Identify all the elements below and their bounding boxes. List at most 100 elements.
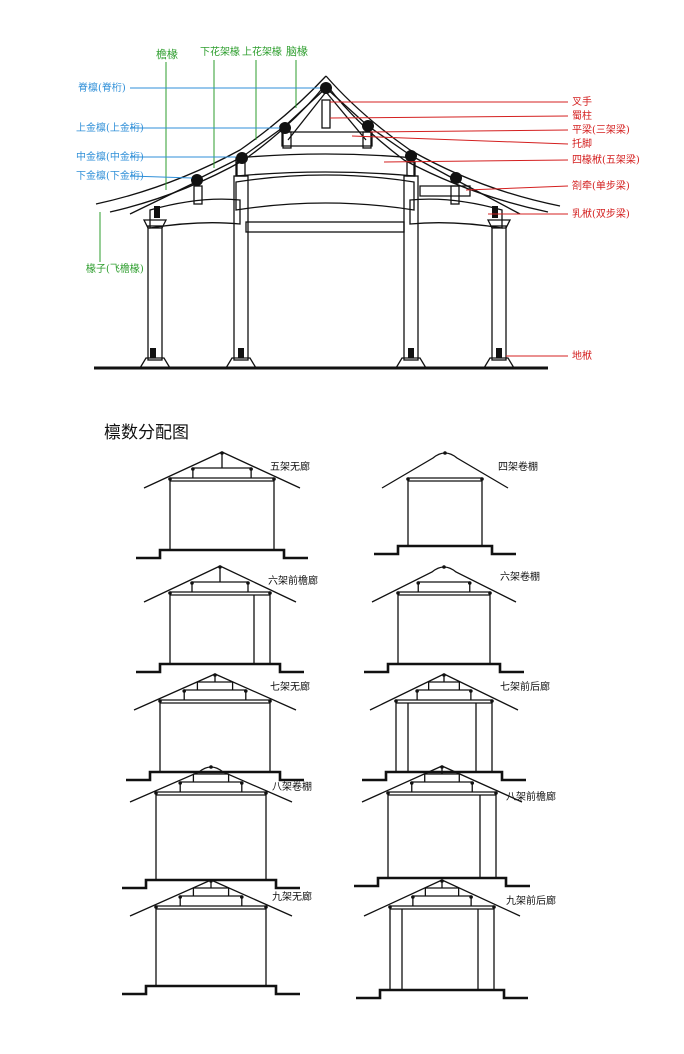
purlin-dot [209, 765, 213, 769]
purlin-dot [182, 689, 186, 693]
diwei-mark [496, 348, 502, 358]
variant-label: 六架前檐廊 [268, 574, 318, 587]
diwei-mark [150, 348, 156, 358]
purlin-dot [411, 895, 415, 899]
column-cap [142, 219, 168, 229]
variant-6 [362, 673, 526, 782]
purlin-dot [240, 895, 244, 899]
ridge-purlin [320, 82, 332, 94]
support-block [362, 131, 372, 149]
purlin-dot [154, 905, 158, 909]
label-yanchuan: 檐椽 [156, 47, 178, 61]
label-zhaqian: 劄牵(单步梁) [572, 179, 630, 192]
purlin-dot [168, 477, 172, 481]
purlin-dot [244, 689, 248, 693]
eave-column-left [147, 225, 163, 361]
platform-ground [374, 544, 516, 556]
variant-label: 八架卷棚 [272, 780, 312, 793]
inner-column-right [403, 175, 419, 361]
platform-ground [136, 662, 304, 674]
sichuanfu-beam [235, 153, 415, 177]
label-tuojiao: 托脚 [572, 137, 592, 150]
label-feichuan: 椽子(飞檐椽) [86, 262, 144, 275]
rufu-beam-right [409, 198, 503, 229]
label-shangjinlin: 上金檩(上金桁) [76, 121, 144, 134]
variant-label: 六架卷棚 [500, 570, 540, 583]
purlin-dot [213, 673, 217, 677]
purlin-dot [178, 781, 182, 785]
label-chashou: 叉手 [572, 95, 592, 108]
variant-2 [374, 451, 516, 556]
label-shuzhu: 蜀柱 [572, 109, 592, 122]
lower-purlin-right [450, 172, 462, 184]
labels-blue: 脊檩(脊桁) 上金檩(上金桁) 中金檩(中金桁) 下金檩(下金桁) [76, 81, 144, 182]
purlin-dot [442, 565, 446, 569]
variant-10 [356, 879, 528, 1000]
platform-ground [354, 876, 530, 888]
purlin-dot [220, 451, 224, 455]
purlin-dot [488, 591, 492, 595]
label-rufu: 乳栿(双步梁) [572, 207, 630, 220]
purlin-dot [396, 591, 400, 595]
purlin-dot [469, 895, 473, 899]
purlin-dot [492, 905, 496, 909]
middle-purlin-right [405, 150, 417, 162]
labels-green: 檐椽 下花架椽 上花架椽 脑椽 椽子(飞檐椽) [86, 45, 308, 275]
purlin-dot [440, 879, 444, 883]
ping-liang-beam [281, 131, 373, 147]
rufu-beam-left [149, 198, 241, 229]
king-post [321, 99, 331, 129]
support-block [236, 161, 246, 177]
leaders-blue [129, 87, 320, 179]
purlin-dot [494, 791, 498, 795]
zhaqian-beam [419, 185, 471, 197]
upper-purlin-left [279, 122, 291, 134]
variant-1 [136, 451, 308, 560]
platform-ground [356, 988, 528, 1000]
leaders-green [99, 60, 297, 262]
beam-end-mark [492, 206, 498, 218]
platform-ground [122, 984, 300, 996]
purlins [150, 82, 502, 358]
purlin-dot [158, 699, 162, 703]
purlin-dot [268, 699, 272, 703]
support-block [450, 185, 460, 205]
variant-label: 四架卷棚 [498, 460, 538, 473]
upper-purlin-right [362, 120, 374, 132]
rafter-line [325, 87, 369, 127]
purlin-dot [209, 879, 213, 883]
label-xiahuajiachuan: 下花架椽 [200, 45, 240, 58]
variant-label: 九架前后廊 [506, 894, 556, 907]
variant-label: 八架前檐廊 [506, 790, 556, 803]
label-naochuan: 脑椽 [286, 45, 308, 58]
rafter-line [367, 125, 411, 156]
purlin-dot [469, 689, 473, 693]
variant-5 [126, 673, 304, 782]
variant-9 [122, 879, 300, 996]
roof-right-slope-inner [325, 83, 549, 213]
platform-ground [362, 770, 526, 782]
label-sichuanfu: 四椽栿(五架梁) [572, 153, 640, 166]
purlin-dot [490, 699, 494, 703]
purlin-dot [467, 581, 472, 585]
diwei-mark [408, 348, 414, 358]
main-section-drawing [94, 75, 561, 370]
purlin-dot [416, 581, 421, 585]
main-beam [235, 174, 415, 211]
purlin-dot [394, 699, 398, 703]
beam-end-mark [154, 206, 160, 218]
column-cap [486, 219, 512, 229]
variant-label: 九架无廊 [272, 890, 312, 903]
purlin-dot [268, 591, 272, 595]
purlin-dot [154, 791, 158, 795]
purlin-dot [240, 781, 244, 785]
label-zhongjinlin: 中金檩(中金桁) [76, 150, 144, 163]
variant-3 [136, 565, 304, 674]
purlin-dot [443, 451, 447, 455]
purlin-dot [178, 895, 182, 899]
section-title: 檩数分配图 [104, 423, 189, 443]
label-xiajinlin: 下金檩(下金桁) [76, 169, 144, 182]
purlin-dot [440, 765, 444, 769]
